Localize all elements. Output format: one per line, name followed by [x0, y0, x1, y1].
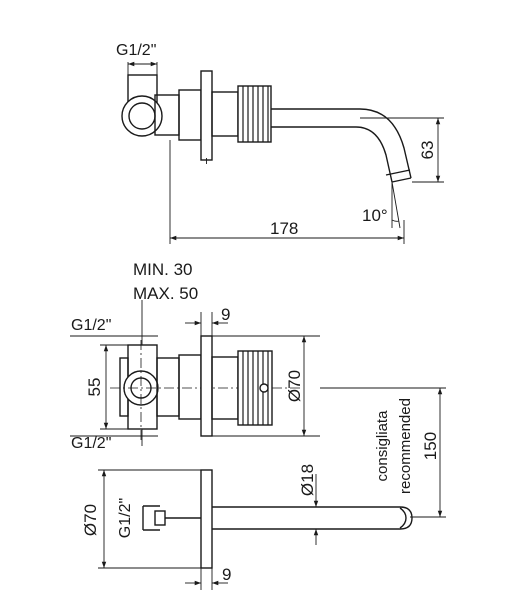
top-inlet-circle	[121, 95, 163, 137]
note-italian: consigliata	[374, 410, 391, 482]
top-angle-dim: 10°	[362, 206, 388, 225]
middle-diameter-dim: Ø70	[285, 370, 304, 402]
middle-plate-dim: 9	[221, 305, 230, 324]
middle-wall-plate	[200, 335, 213, 437]
bottom-diameter-dim: Ø70	[81, 504, 100, 536]
bottom-plate-dim: 9	[222, 565, 231, 584]
top-side-view: G1/2" 63	[116, 42, 444, 244]
top-spout-upper	[271, 108, 412, 179]
bottom-wall-plate	[200, 469, 213, 569]
note-english: recommended	[397, 398, 414, 494]
max-depth-label: MAX. 50	[133, 284, 198, 303]
middle-body-view: MIN. 30 MAX. 50 9 G1/2" 55	[70, 260, 446, 518]
min-depth-label: MIN. 30	[133, 260, 193, 279]
bottom-spout	[212, 506, 413, 530]
middle-thread-bottom-label: G1/2"	[71, 435, 111, 452]
bottom-thread-label: G1/2"	[117, 498, 134, 538]
top-wall-plate	[200, 70, 213, 161]
middle-height-dim: 55	[85, 378, 104, 397]
middle-spacing-dim: 150	[421, 432, 440, 460]
middle-handle-knurl	[242, 351, 269, 425]
top-handle-knurl	[242, 86, 269, 142]
bottom-spout-dim: Ø18	[298, 464, 317, 496]
top-thread-label: G1/2"	[116, 42, 156, 59]
top-height-dim: 63	[418, 141, 437, 160]
middle-thread-top-label: G1/2"	[71, 317, 111, 334]
top-length-dim: 178	[270, 219, 298, 238]
bottom-spout-view: Ø70 G1/2" Ø18 9	[81, 464, 413, 590]
top-spout-lower	[271, 126, 393, 183]
